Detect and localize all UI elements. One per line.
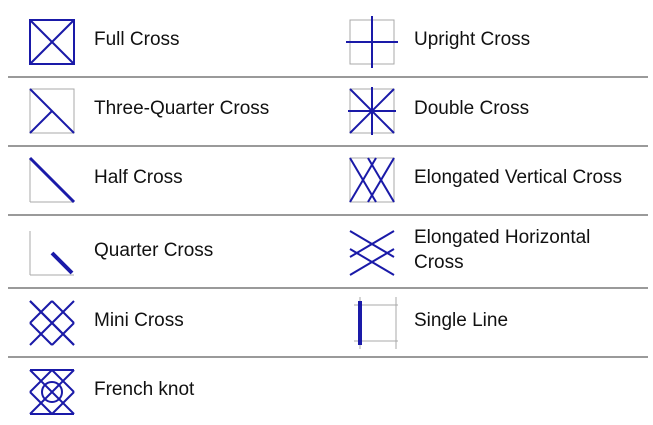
elongated-vertical-cross-icon [346, 154, 398, 206]
mini-cross-icon [26, 297, 78, 349]
elongated-horizontal-cross-icon [346, 227, 398, 279]
stitch-label: Double Cross [414, 97, 530, 119]
quarter-cross-icon [26, 227, 78, 279]
stitch-item-upright-cross[interactable]: Upright Cross [328, 8, 648, 72]
stitch-item-full-cross[interactable]: Full Cross [8, 8, 328, 72]
stitch-label: Elongated Horizontal Cross [414, 227, 591, 273]
double-cross-icon [346, 85, 398, 137]
row-divider [8, 356, 648, 358]
upright-cross-icon [346, 16, 398, 68]
three-quarter-cross-icon [26, 85, 78, 137]
stitch-label: Mini Cross [94, 309, 184, 331]
stitch-item-three-quarter-cross[interactable]: Three-Quarter Cross [8, 77, 328, 141]
stitch-label: Half Cross [94, 166, 183, 188]
row-divider [8, 214, 648, 216]
stitch-label: French knot [94, 378, 195, 400]
stitch-item-double-cross[interactable]: Double Cross [328, 77, 648, 141]
row-divider [8, 76, 648, 78]
stitch-label: Three-Quarter Cross [94, 97, 270, 119]
french-knot-icon [26, 366, 78, 418]
stitch-item-french-knot[interactable]: French knot [8, 358, 328, 422]
stitch-item-elongated-horizontal-cross[interactable]: Elongated Horizontal Cross [328, 219, 648, 283]
stitch-label: Elongated Vertical Cross [414, 166, 623, 188]
row-divider [8, 287, 648, 289]
stitch-label: Full Cross [94, 28, 180, 50]
stitch-label: Quarter Cross [94, 239, 214, 261]
row-divider [8, 145, 648, 147]
stitch-label: Upright Cross [414, 28, 531, 50]
stitch-item-single-line[interactable]: Single Line [328, 289, 648, 353]
stitch-item-half-cross[interactable]: Half Cross [8, 146, 328, 210]
half-cross-icon [26, 154, 78, 206]
full-cross-icon [26, 16, 78, 68]
stitch-item-mini-cross[interactable]: Mini Cross [8, 289, 328, 353]
stitch-label: Single Line [414, 309, 509, 331]
stitch-item-quarter-cross[interactable]: Quarter Cross [8, 219, 328, 283]
single-line-icon [346, 297, 398, 349]
stitch-item-elongated-vertical-cross[interactable]: Elongated Vertical Cross [328, 146, 648, 210]
